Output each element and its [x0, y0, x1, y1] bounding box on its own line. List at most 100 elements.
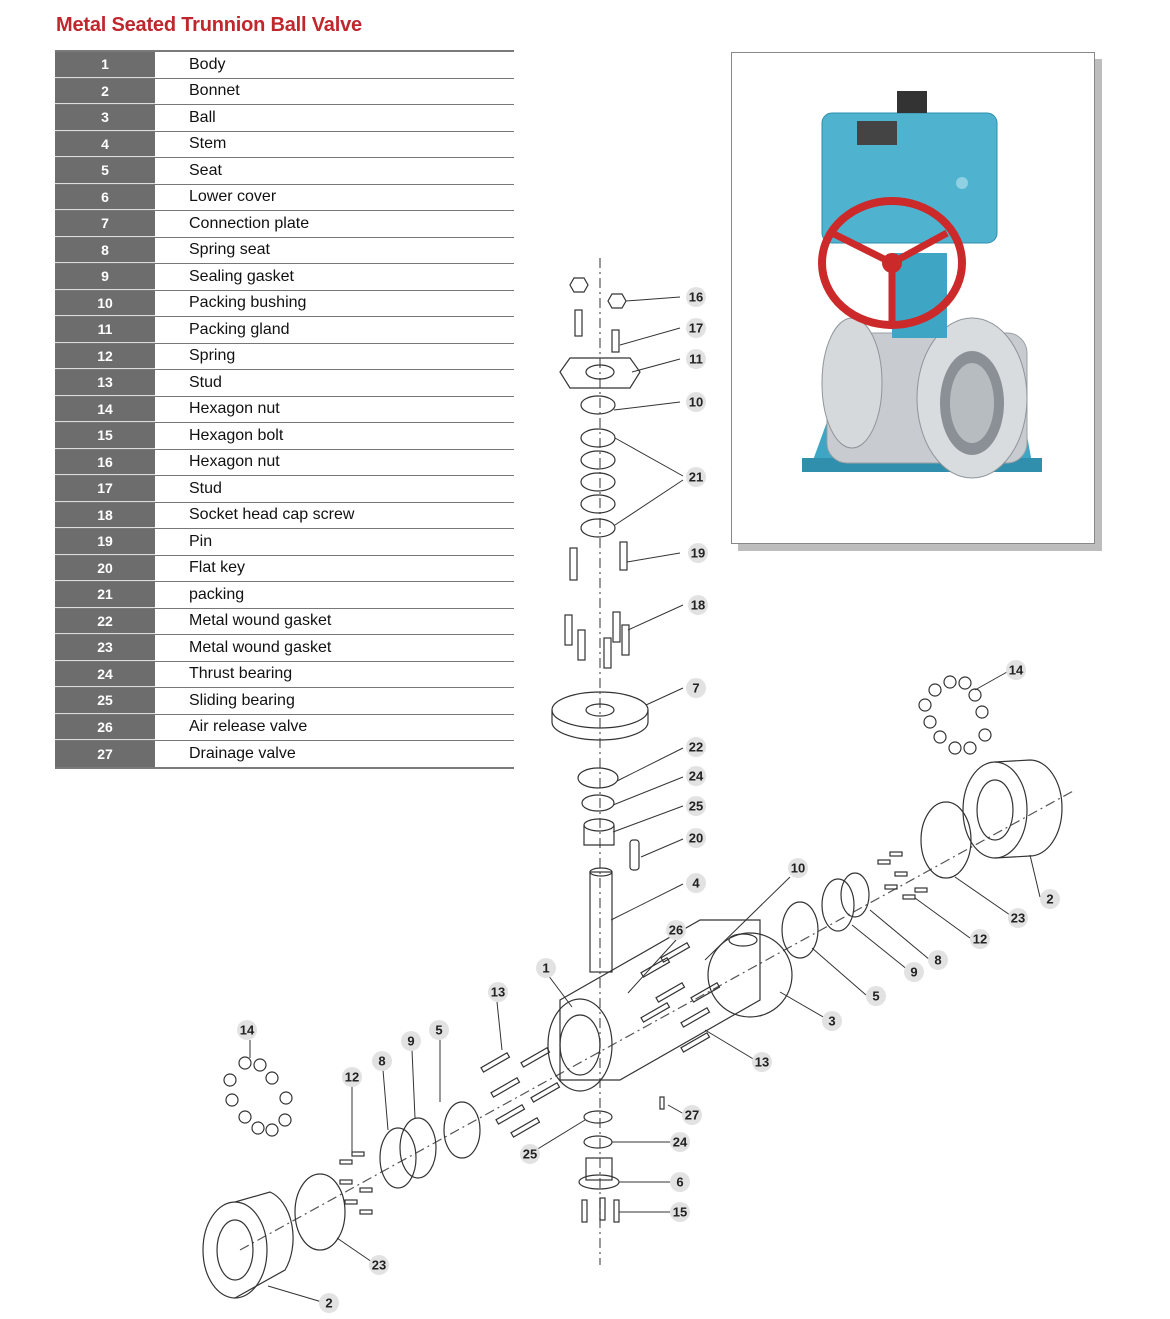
part-name: Ball — [189, 108, 216, 126]
sliding-bearing-25 — [583, 825, 615, 846]
callout-marker — [342, 1067, 362, 1087]
callout-marker — [536, 958, 556, 978]
part-number: 14 — [55, 396, 155, 422]
part-name: Lower cover — [189, 188, 277, 206]
callout-marker — [904, 962, 924, 982]
hexagon-nuts-14-top — [918, 675, 992, 755]
callout-marker — [670, 1132, 690, 1152]
part-number: 12 — [55, 343, 155, 369]
callout-marker — [1008, 908, 1028, 928]
part-name: Socket head cap screw — [189, 506, 355, 524]
callout-number: 13 — [755, 1055, 769, 1070]
part-name: Bonnet — [189, 82, 240, 100]
callout-number: 17 — [689, 321, 703, 336]
callout-marker — [372, 1051, 392, 1071]
part-name: Sealing gasket — [189, 267, 294, 285]
callout-number: 15 — [673, 1205, 687, 1220]
bonnet-2-right-body — [994, 759, 1063, 859]
springs-12-right — [877, 851, 928, 900]
callout-number: 25 — [523, 1147, 537, 1162]
part-number: 17 — [55, 476, 155, 502]
callout-number: 4 — [692, 876, 700, 891]
part-number: 2 — [55, 78, 155, 104]
callout-number: 20 — [689, 831, 703, 846]
callout-marker — [686, 287, 706, 307]
part-number: 16 — [55, 449, 155, 475]
packing-ring — [580, 450, 616, 470]
packing-gland — [559, 357, 641, 389]
part-number: 18 — [55, 502, 155, 528]
parts-row: 6 Lower cover — [55, 184, 514, 211]
part-number: 25 — [55, 688, 155, 714]
part-number: 1 — [55, 52, 155, 78]
callout-number: 11 — [689, 352, 703, 367]
spring-seat-8 — [840, 872, 870, 918]
callout-marker — [401, 1031, 421, 1051]
packing-ring — [580, 494, 616, 514]
thrust-bearing-24-lower — [583, 1135, 613, 1149]
ball-3 — [707, 932, 793, 1018]
parts-row: 18 Socket head cap screw — [55, 502, 514, 529]
springs-12-left — [339, 1151, 373, 1215]
handwheel-spoke — [830, 229, 894, 267]
callout-marker — [752, 1052, 772, 1072]
callout-number: 23 — [1011, 911, 1025, 926]
callout-number: 1 — [542, 961, 549, 976]
callout-number: 6 — [676, 1175, 683, 1190]
metal-wound-gasket-22 — [577, 767, 619, 789]
hexagon-bolt-15 — [581, 1199, 588, 1223]
stud-17 — [611, 329, 620, 353]
callout-number: 18 — [691, 598, 705, 613]
part-number: 22 — [55, 608, 155, 634]
ball-slot — [728, 933, 758, 947]
packing-bushing — [580, 395, 616, 415]
callout-marker — [686, 873, 706, 893]
packing-ring — [580, 518, 616, 538]
callout-number: 10 — [689, 395, 703, 410]
body-bore — [559, 1014, 601, 1076]
part-name: Packing bushing — [189, 294, 307, 312]
part-name: Spring seat — [189, 241, 270, 259]
part-name: Metal wound gasket — [189, 612, 332, 630]
part-number: 24 — [55, 661, 155, 687]
callout-number: 14 — [1009, 663, 1024, 678]
part-number: 9 — [55, 264, 155, 290]
callout-marker — [319, 1293, 339, 1313]
part-number: 19 — [55, 529, 155, 555]
page-title: Metal Seated Trunnion Ball Valve — [56, 14, 362, 36]
callout-number: 25 — [689, 799, 703, 814]
part-number: 6 — [55, 184, 155, 210]
lower-cover-flange — [578, 1174, 620, 1190]
callout-number: 12 — [345, 1070, 359, 1085]
stud-17 — [574, 309, 583, 337]
callout-number: 24 — [689, 769, 704, 784]
bonnet-2-left-bore — [216, 1219, 254, 1281]
limit-switch — [897, 91, 927, 113]
handwheel-hub — [882, 253, 902, 273]
parts-row: 22 Metal wound gasket — [55, 608, 514, 635]
hexagon-nut-16 — [569, 277, 589, 293]
bonnet-2-right — [962, 761, 1028, 859]
callout-marker — [666, 920, 686, 940]
part-name: Connection plate — [189, 214, 310, 232]
body-flange-face — [547, 998, 613, 1092]
callout-number: 2 — [325, 1296, 332, 1311]
part-name: Hexagon nut — [189, 400, 280, 418]
callout-number: 8 — [378, 1054, 385, 1069]
callout-marker — [686, 737, 706, 757]
packing-gland-bore — [585, 364, 615, 380]
callout-marker — [670, 1202, 690, 1222]
bonnet-2-left-body — [234, 1191, 294, 1299]
callout-number: 13 — [491, 985, 505, 1000]
callout-number: 9 — [407, 1034, 414, 1049]
hexagon-nut-16 — [607, 293, 627, 309]
callout-number: 9 — [910, 965, 917, 980]
